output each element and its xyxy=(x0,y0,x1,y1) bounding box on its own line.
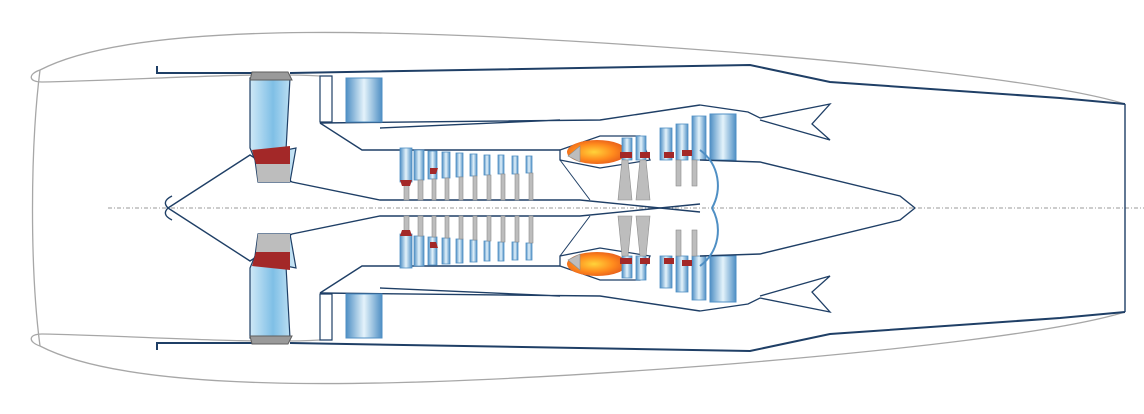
nacelle-inlet-lip xyxy=(31,69,41,347)
engine-lower-half xyxy=(30,203,1126,385)
engine-upper-half xyxy=(30,31,1126,213)
